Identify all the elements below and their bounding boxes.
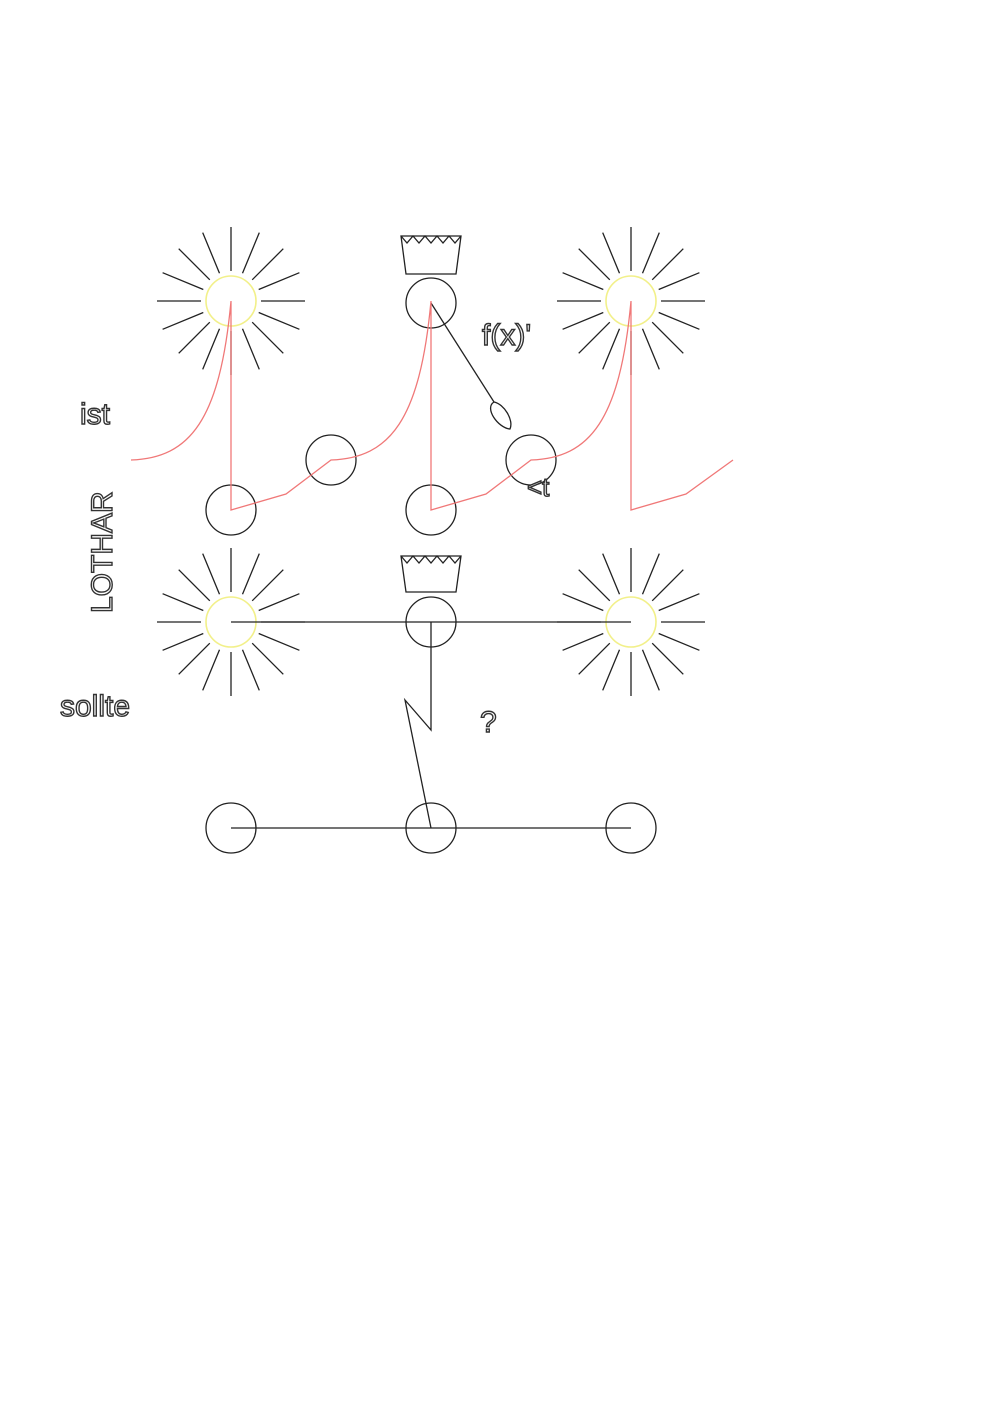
sun-ray bbox=[641, 649, 660, 691]
label-ist: ist bbox=[80, 398, 111, 431]
sun-icon bbox=[157, 227, 305, 375]
sun-ray bbox=[251, 321, 284, 354]
sun-ray bbox=[241, 649, 260, 691]
sun-ray bbox=[658, 632, 700, 651]
sun-ray bbox=[202, 232, 221, 274]
sun-ray bbox=[258, 311, 300, 330]
sun-ray bbox=[251, 642, 284, 675]
label-lothar: LOTHAR bbox=[86, 491, 119, 613]
label-fx: f(x)' bbox=[482, 319, 531, 352]
node-circle bbox=[305, 434, 357, 486]
sun-ray bbox=[578, 321, 611, 354]
sun-ray bbox=[241, 328, 260, 370]
sun-ray bbox=[178, 642, 211, 675]
sun-ray bbox=[251, 569, 284, 602]
sun-ray bbox=[562, 272, 604, 291]
sun-ray bbox=[251, 248, 284, 281]
lightning-link bbox=[403, 622, 432, 829]
sun-ray bbox=[162, 593, 204, 612]
sun-ray bbox=[241, 553, 260, 595]
crown-icon bbox=[400, 555, 462, 593]
sun-ray bbox=[162, 311, 204, 330]
sun-ray bbox=[641, 553, 660, 595]
sun-ray bbox=[162, 272, 204, 291]
sun-ray bbox=[258, 272, 300, 291]
sun-ray bbox=[651, 321, 684, 354]
function-curve bbox=[130, 300, 734, 511]
sun-ray bbox=[602, 232, 621, 274]
sun-ray bbox=[658, 311, 700, 330]
top-section bbox=[130, 227, 734, 536]
middle-section bbox=[157, 548, 705, 829]
sun-ray bbox=[641, 232, 660, 274]
bottom-section bbox=[205, 802, 657, 854]
sun-ray bbox=[258, 632, 300, 651]
sun-ray bbox=[241, 232, 260, 274]
sun-ray bbox=[602, 328, 621, 370]
sun-ray bbox=[578, 642, 611, 675]
node-circle bbox=[505, 434, 557, 486]
sun-ray bbox=[651, 642, 684, 675]
sun-ray bbox=[651, 569, 684, 602]
sun-ray bbox=[202, 649, 221, 691]
label-sollte: sollte bbox=[60, 690, 130, 723]
sun-ray bbox=[562, 632, 604, 651]
sun-ray bbox=[658, 593, 700, 612]
sun-ray bbox=[651, 248, 684, 281]
label-question: ? bbox=[480, 706, 497, 739]
sun-ray bbox=[178, 569, 211, 602]
pen-icon bbox=[430, 302, 512, 430]
sun-ray bbox=[641, 328, 660, 370]
sun-ray bbox=[578, 569, 611, 602]
sun-ray bbox=[562, 593, 604, 612]
sun-ray bbox=[602, 649, 621, 691]
sun-ray bbox=[162, 632, 204, 651]
sun-ray bbox=[578, 248, 611, 281]
crown-icon bbox=[400, 235, 462, 275]
sun-ray bbox=[178, 321, 211, 354]
sun-ray bbox=[658, 272, 700, 291]
sun-ray bbox=[562, 311, 604, 330]
sun-ray bbox=[258, 593, 300, 612]
sun-ray bbox=[202, 553, 221, 595]
sun-ray bbox=[178, 248, 211, 281]
sun-ray bbox=[202, 328, 221, 370]
label-dt: <t bbox=[527, 472, 550, 502]
sun-ray bbox=[602, 553, 621, 595]
